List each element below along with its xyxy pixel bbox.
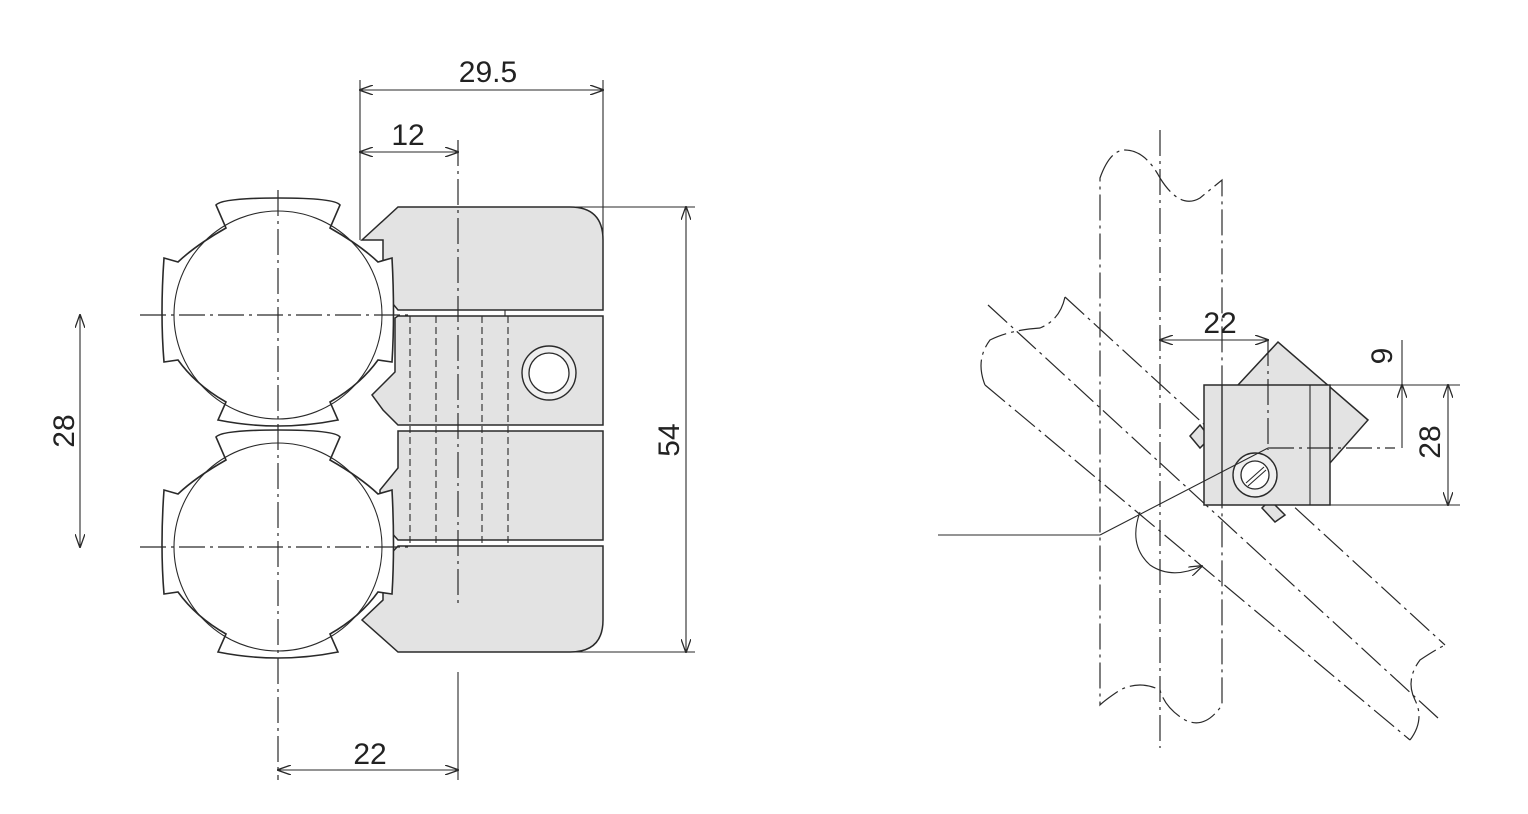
dim-label-29-5: 29.5 — [459, 56, 517, 89]
dim-overall-width: 29.5 — [360, 56, 603, 240]
left-view: 29.5 12 28 54 22 — [48, 56, 695, 780]
dim-label-54: 54 — [653, 423, 686, 456]
dim-screw-offset: 9 — [1330, 340, 1460, 448]
dim-label-22-bottom: 22 — [353, 738, 386, 771]
dim-label-28-right: 28 — [1414, 425, 1447, 458]
dim-height-right: 28 — [1330, 385, 1460, 505]
dim-label-12: 12 — [391, 119, 424, 152]
angle-clamp — [1189, 340, 1370, 523]
right-view: 22 9 28 — [938, 130, 1460, 748]
dim-offset: 12 — [360, 119, 458, 152]
dim-label-28: 28 — [48, 414, 81, 447]
rotation-arrow-icon — [1135, 511, 1202, 573]
dim-center-distance: 22 — [278, 738, 458, 771]
vertical-tube-phantom — [1099, 130, 1223, 748]
dim-pitch: 28 — [48, 315, 81, 547]
dim-label-22-right: 22 — [1203, 307, 1236, 340]
dim-height: 54 — [570, 207, 695, 652]
clamp-body — [360, 206, 604, 653]
dim-offset-right: 22 — [1160, 307, 1268, 340]
dim-label-9: 9 — [1366, 348, 1399, 365]
